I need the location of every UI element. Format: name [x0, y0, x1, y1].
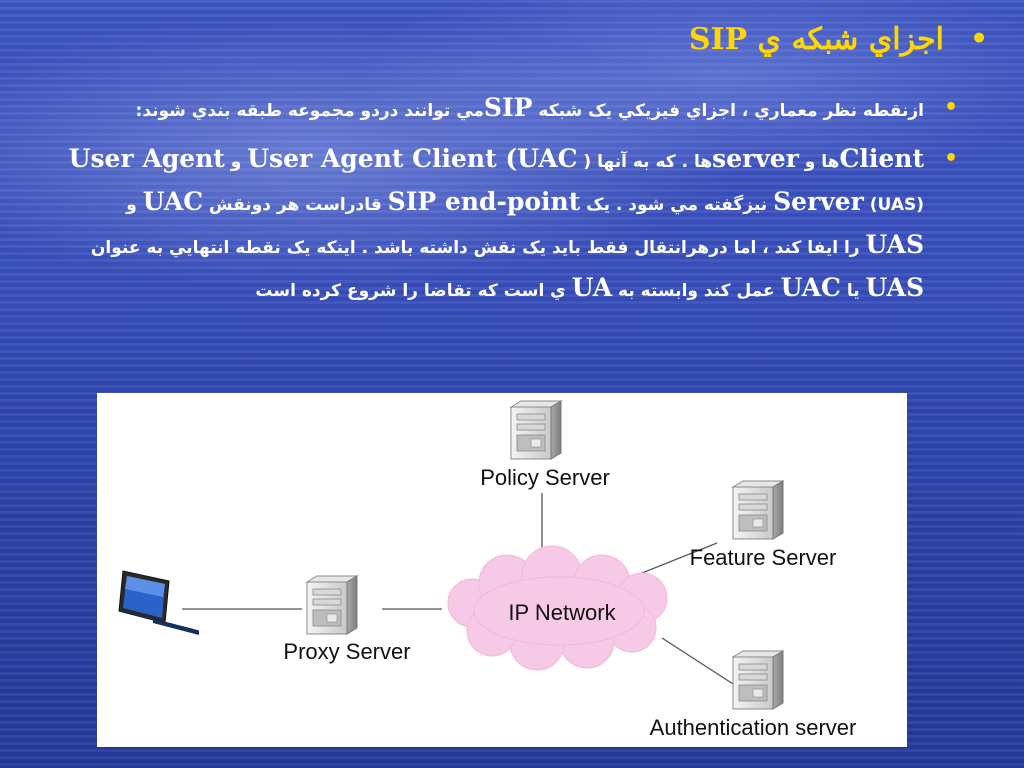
text-run-emphasis: server: [712, 144, 799, 173]
text-run: قادراست هر دونقش: [203, 195, 388, 215]
text-run-emphasis: SIP: [483, 93, 533, 122]
laptop-icon: [118, 570, 200, 635]
text-run-emphasis: UAC: [780, 273, 841, 302]
ip-network-cloud: [447, 545, 668, 671]
text-run-emphasis: Client: [839, 144, 924, 173]
network-diagram: IP Network Policy Server Feature Server …: [97, 393, 907, 747]
feature-server-label: Feature Server: [690, 545, 837, 570]
slide-title: • اجزاي شبکه ي SIP: [60, 22, 988, 58]
text-run-emphasis: User Agent Client: [247, 144, 497, 173]
text-run: ها و: [798, 152, 840, 172]
text-run: را ايفا کند ، اما درهرانتقال فقط بايد يک…: [90, 238, 866, 258]
authentication-server-label: Authentication server: [650, 715, 857, 740]
text-run: ها . که به آنها (: [577, 152, 713, 172]
proxy-server-icon: [306, 575, 358, 635]
network-label: IP Network: [508, 600, 616, 625]
authentication-server-icon: [732, 650, 784, 710]
text-run-emphasis: (UAC: [496, 144, 578, 173]
policy-server-icon: [510, 400, 562, 460]
text-run: مي توانند دردو مجموعه طبقه بندي شوند:: [135, 101, 484, 121]
text-run: (UAS) نيزگفته مي شود . يک: [580, 195, 924, 215]
text-run-emphasis: SIP end-point: [387, 187, 581, 216]
text-run-emphasis: UAC: [142, 187, 204, 216]
slide-title-text: اجزاي شبکه ي SIP: [688, 22, 944, 57]
bullet-paragraph-1: • ازنقطه نظر معماري ، اجزاي فيزيکي يک شب…: [64, 88, 958, 131]
text-run-emphasis: UAS: [865, 230, 924, 259]
policy-server-label: Policy Server: [480, 465, 610, 490]
text-run: ي است که تقاضا را شروع کرده است: [255, 281, 572, 301]
text-run: ازنقطه نظر معماري ، اجزاي فيزيکي يک شبکه: [532, 101, 924, 121]
bullet-icon: •: [943, 146, 958, 171]
bullet-paragraph-2: • Clientها و serverها . که به آنها ( Use…: [64, 139, 958, 311]
bullet-icon: •: [970, 22, 988, 55]
feature-server-icon: [732, 480, 784, 540]
text-run-emphasis: UAS: [865, 273, 924, 302]
proxy-server-label: Proxy Server: [283, 639, 410, 664]
text-run: و: [126, 195, 143, 215]
slide-body: • ازنقطه نظر معماري ، اجزاي فيزيکي يک شب…: [64, 88, 958, 319]
text-run: عمل کند وابسته به: [612, 281, 781, 301]
text-run: يا: [840, 281, 866, 301]
text-run: و: [224, 152, 248, 172]
bullet-icon: •: [943, 95, 958, 120]
text-run-emphasis: User Agent Server: [68, 144, 864, 216]
text-run-emphasis: UA: [571, 273, 613, 302]
